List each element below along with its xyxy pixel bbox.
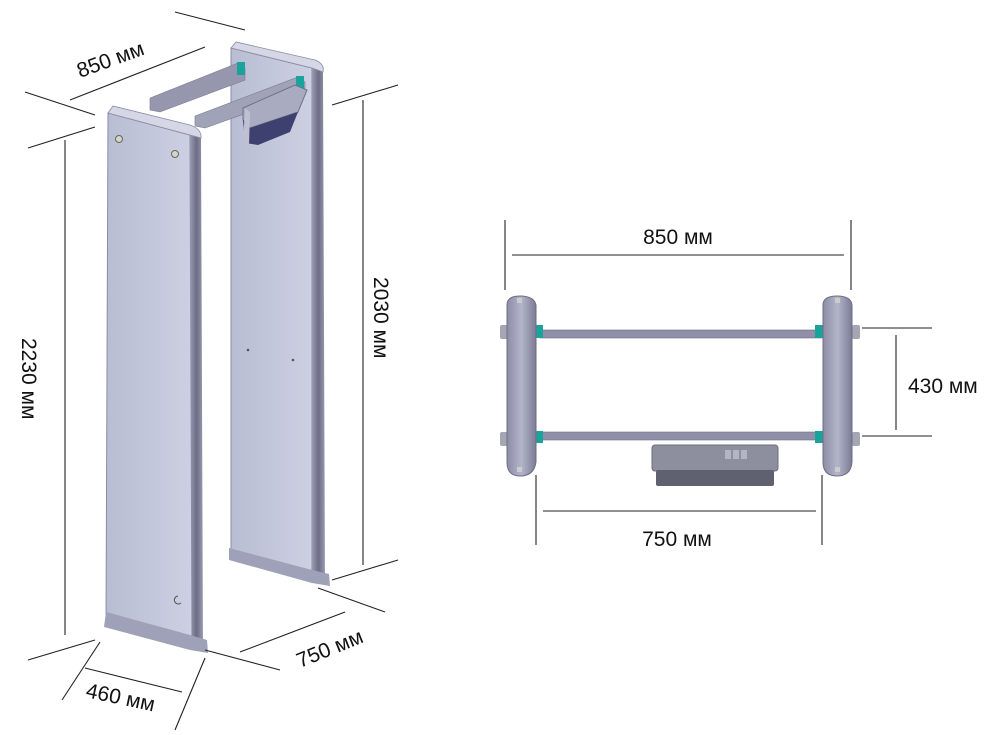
label-2230: 2230 мм <box>17 338 40 419</box>
dimension-2030: 2030 мм <box>331 84 399 581</box>
label-750-top: 750 мм <box>642 528 712 551</box>
connector <box>815 431 823 443</box>
control-unit <box>242 84 308 145</box>
control-unit-top <box>651 444 779 486</box>
screw-icon <box>115 135 123 143</box>
dimension-750-top: 750 мм <box>535 475 823 551</box>
port-icon <box>173 595 182 605</box>
connector <box>237 62 245 75</box>
label-430: 430 мм <box>908 375 978 398</box>
screw-icon <box>291 358 295 362</box>
front-panel <box>104 105 208 653</box>
left-panel-top <box>500 295 537 477</box>
label-2030: 2030 мм <box>369 277 392 358</box>
crossbeams <box>149 62 306 129</box>
label-460: 460 мм <box>84 679 157 716</box>
label-850-top: 850 мм <box>643 226 713 249</box>
perspective-view: 850 мм 2230 мм 2030 мм 460 мм 75 <box>17 11 399 731</box>
dimension-850-perspective: 850 мм <box>24 11 246 116</box>
dimension-850-top: 850 мм <box>504 220 852 290</box>
dimension-460: 460 мм <box>61 641 206 731</box>
beam-bottom <box>539 431 823 441</box>
connector <box>296 76 304 88</box>
right-panel-top <box>822 295 860 477</box>
dimension-2230: 2230 мм <box>17 126 96 661</box>
dimension-750-perspective: 750 мм <box>204 587 386 673</box>
screw-icon <box>171 150 179 158</box>
label-750: 750 мм <box>293 625 366 672</box>
connector <box>815 325 823 338</box>
connector <box>535 325 543 338</box>
screw-icon <box>246 348 250 352</box>
label-850: 850 мм <box>74 37 147 82</box>
dimension-430: 430 мм <box>862 327 978 437</box>
connector <box>535 431 543 443</box>
top-view: 850 мм 430 мм 750 мм <box>500 220 978 551</box>
back-panel <box>229 41 330 586</box>
beam-top <box>539 329 823 339</box>
